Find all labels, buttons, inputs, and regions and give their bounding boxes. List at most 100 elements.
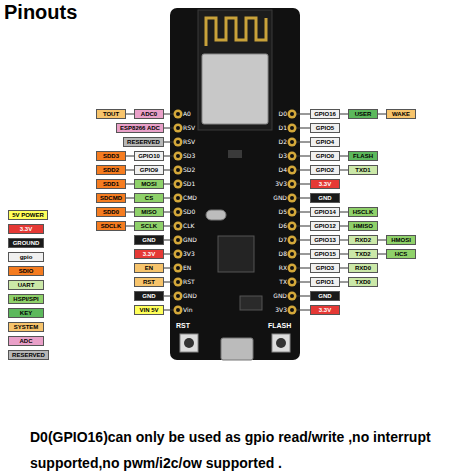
pin-label-box: GPIO10 (134, 151, 164, 161)
pin-label-text: RXD0 (355, 265, 371, 271)
usb-connector (221, 338, 253, 360)
connector-line (126, 184, 134, 185)
pin-hole-center (176, 168, 180, 172)
pin-hole (288, 222, 297, 231)
pin-hole-center (290, 224, 294, 228)
pin-label-box: USER (348, 109, 378, 119)
pin-silk-label: D3 (279, 152, 287, 159)
connector-line (340, 254, 348, 255)
legend-swatch: 5V POWER (8, 210, 48, 220)
pin-silk-label: D2 (279, 138, 287, 145)
pin-label-text: 3.3V (319, 307, 331, 313)
pin-label-box: GPIO4 (310, 137, 340, 147)
pin-hole-center (176, 252, 180, 256)
pin-label-text: MOSI (141, 181, 156, 187)
wifi-module (198, 10, 272, 130)
pin-silk-label: D4 (279, 166, 287, 173)
pin-label-text: SDD2 (103, 167, 119, 173)
smd-part (228, 150, 242, 158)
pin-hole-center (176, 224, 180, 228)
pin-silk-label: Vin (183, 306, 192, 313)
pin-label-box: EN (134, 263, 164, 273)
legend-text: 3.3V (20, 226, 32, 232)
regulator (240, 296, 262, 310)
pin-label-text: WAKE (392, 111, 410, 117)
pin-hole-center (176, 126, 180, 130)
legend-text: HSPI/SPI (13, 296, 38, 302)
pin-hole (174, 264, 183, 273)
pin-label-box: HSCLK (348, 207, 378, 217)
connector-line (378, 114, 386, 115)
pin-hole (288, 208, 297, 217)
pin-silk-label: D8 (279, 250, 287, 257)
pin-silk-label: D0 (279, 110, 287, 117)
pin-label-box: TXD0 (348, 277, 378, 287)
pin-label-text: CS (145, 195, 153, 201)
pin-label-text: GPIO9 (140, 167, 158, 173)
pin-label-box: HCS (386, 249, 416, 259)
pin-silk-label: GND (273, 194, 287, 201)
pin-hole-center (176, 294, 180, 298)
pin-silk-label: GND (183, 236, 197, 243)
pin-hole (174, 138, 183, 147)
pin-hole (288, 180, 297, 189)
pin-hole-center (290, 182, 294, 186)
legend-text: gpio (20, 254, 33, 260)
pin-label-box: WAKE (386, 109, 416, 119)
pin-hole-center (290, 168, 294, 172)
pin-label-box: SDCMD (96, 193, 126, 203)
pin-label-text: SDCMD (100, 195, 122, 201)
pin-label-box: ADC0 (134, 109, 164, 119)
pin-hole-center (290, 140, 294, 144)
pin-label-box: HMISO (348, 221, 378, 231)
legend-swatch: gpio (8, 252, 44, 262)
legend-text: UART (18, 282, 35, 288)
pin-label-text: SCLK (141, 223, 157, 229)
caption: D0(GPIO16)can only be used as gpio read/… (30, 424, 470, 474)
pin-label-box: ESP8266 ADC (116, 123, 164, 133)
pin-silk-label: RSV (183, 124, 195, 131)
pin-label-text: TXD2 (355, 251, 370, 257)
connector-line (340, 268, 348, 269)
legend-swatch: RESERVED (8, 350, 49, 360)
pin-label-text: GPIO3 (316, 265, 334, 271)
pin-label-box: SDD2 (96, 165, 126, 175)
pin-hole (288, 152, 297, 161)
legend-swatch: KEY (8, 308, 44, 318)
pin-label-text: SDD3 (103, 153, 119, 159)
legend-text: ADC (20, 338, 33, 344)
connector-line (340, 212, 348, 213)
pin-label-text: HCS (395, 251, 408, 257)
pin-hole-center (176, 182, 180, 186)
pin-hole (174, 166, 183, 175)
pin-label-text: TXD1 (355, 167, 370, 173)
pin-hole (174, 110, 183, 119)
pin-hole-center (176, 112, 180, 116)
title: Pinouts (4, 0, 77, 24)
pin-hole-center (176, 210, 180, 214)
pin-label-box: 3.3V (310, 179, 340, 189)
pin-hole (288, 138, 297, 147)
antenna-trace (206, 18, 266, 46)
pin-silk-label: SD1 (183, 180, 195, 187)
pin-label-box: GPIO14 (310, 207, 340, 217)
pin-silk-label: A0 (183, 110, 191, 117)
pin-hole-center (176, 238, 180, 242)
pin-label-box: RXD0 (348, 263, 378, 273)
pin-label-box: GPIO3 (310, 263, 340, 273)
pin-headers (148, 110, 336, 315)
pin-silk-label: CMD (183, 194, 197, 201)
connector-line (340, 170, 348, 171)
pin-label-text: GND (318, 293, 331, 299)
legend-text: GROUND (13, 240, 40, 246)
pin-hole (288, 124, 297, 133)
legend-swatch: ADC (8, 336, 44, 346)
pin-label-box: GND (134, 235, 164, 245)
pin-silk-label: CLK (183, 222, 194, 229)
pin-label-text: 3.3V (143, 251, 155, 257)
pin-label-text: GND (142, 237, 155, 243)
pin-silk-label: GND (183, 292, 197, 299)
pin-hole-center (290, 210, 294, 214)
pin-label-box: RESERVED (123, 137, 164, 147)
connector-line (378, 254, 386, 255)
